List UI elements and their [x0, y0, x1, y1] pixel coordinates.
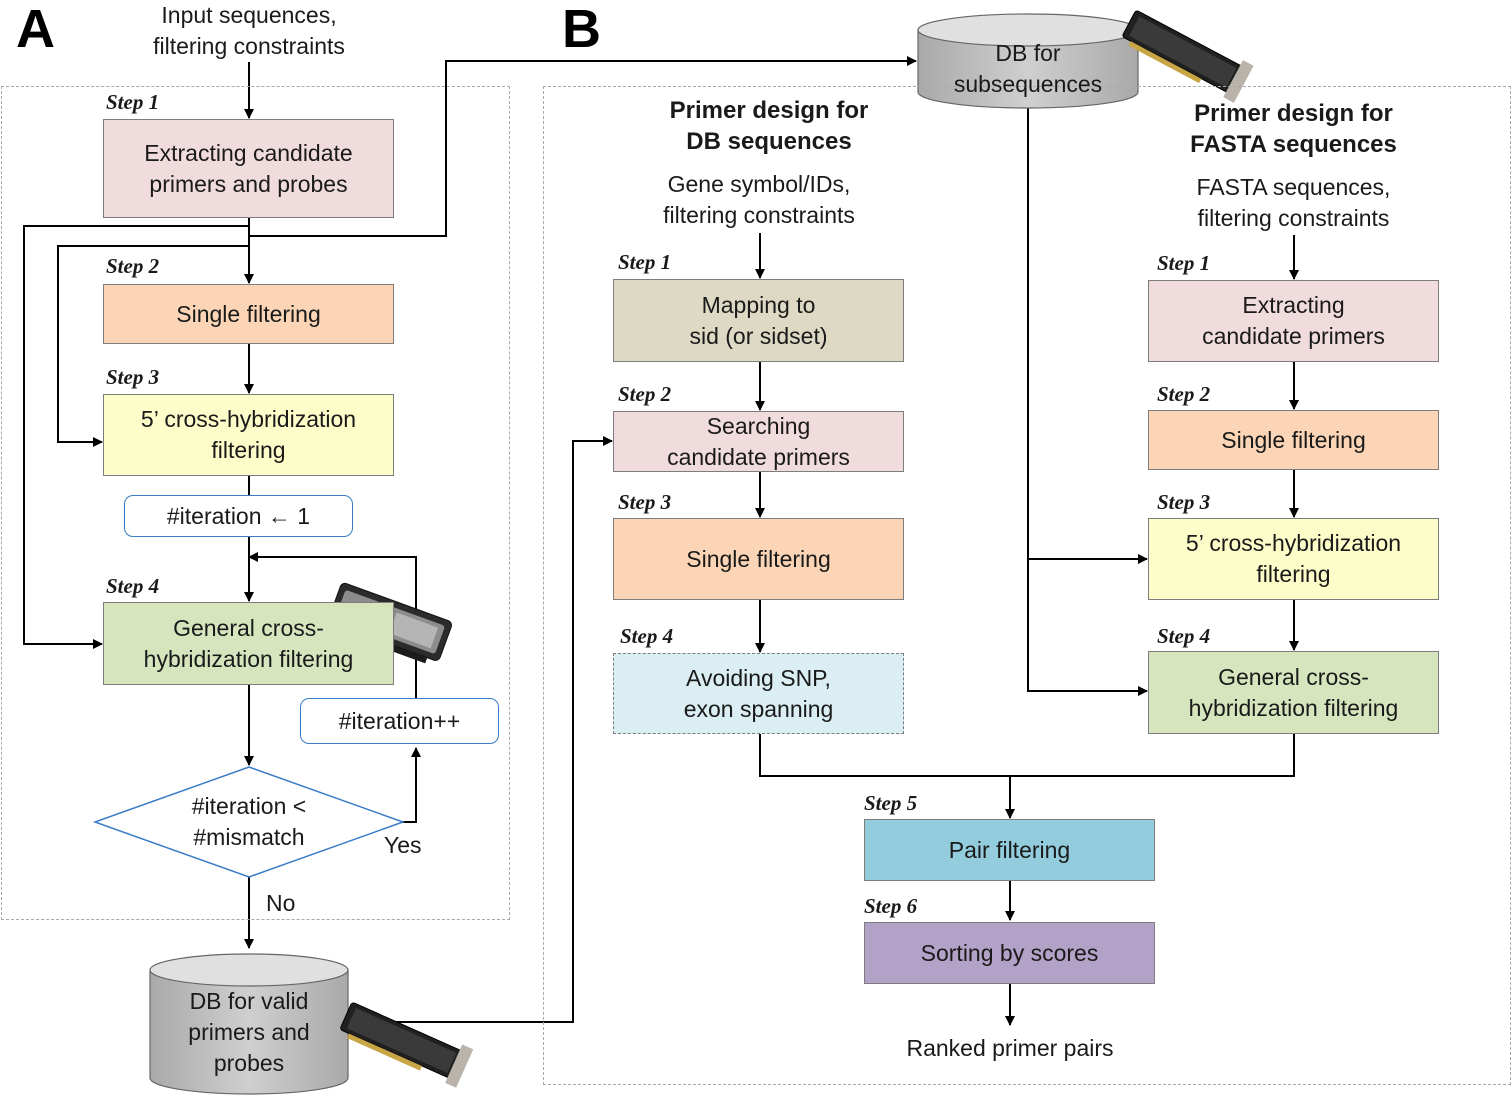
fasta-single-box: Single filtering	[1148, 410, 1439, 470]
step-6: Step 6	[864, 894, 918, 918]
panel-a-increment-counter: #iteration++	[300, 698, 499, 744]
fasta-column-step-3: Step 3	[1157, 490, 1211, 514]
db-subsequences-label: DB for subsequences	[953, 40, 1103, 97]
db-column-heading: Primer design for DB sequences	[669, 97, 869, 155]
panel-a-step-4: Step 4	[106, 574, 160, 598]
db-column-step-3: Step 3	[618, 490, 672, 514]
decision-label: #iteration < #mismatch	[191, 793, 307, 850]
decision-yes-label: Yes	[384, 832, 422, 858]
fasta-column-step-4: Step 4	[1157, 624, 1211, 648]
fasta-general-box: General cross- hybridization filtering	[1148, 651, 1439, 734]
db-column-input-label: Gene symbol/IDs, filtering constraints	[663, 171, 855, 228]
panel-b-border	[543, 86, 1511, 1085]
panel-a-init-counter: #iteration ← 1	[124, 495, 353, 537]
edge-extract-to-db-subsequences	[249, 56, 917, 237]
db-subsequences-cylinder	[917, 13, 1139, 109]
edge-decision-yes	[400, 747, 421, 823]
panel-a-step-3: Step 3	[106, 365, 160, 389]
pair-filtering-box: Pair filtering	[864, 819, 1155, 881]
db-column-step-1: Step 1	[618, 250, 672, 274]
fasta-column-step-1: Step 1	[1157, 251, 1211, 275]
edge-extract-to-general	[23, 225, 249, 649]
db-searching-box: Searching candidate primers	[613, 411, 904, 472]
decision-diamond	[92, 766, 406, 878]
panel-a-extract-box: Extracting candidate primers and probes	[103, 119, 394, 218]
panel-a-general-box: General cross- hybridization filtering	[103, 602, 394, 685]
output-label: Ranked primer pairs	[906, 1035, 1114, 1061]
fpga-card-icon	[1122, 10, 1254, 103]
panel-a-input-label: Input sequences, filtering constraints	[153, 2, 345, 59]
step-5: Step 5	[864, 791, 918, 815]
db-column-step-2: Step 2	[618, 382, 672, 406]
edge-db-subseq-to-general-b	[1027, 108, 1148, 696]
db-mapping-box: Mapping to sid (or sidset)	[613, 279, 904, 362]
fasta-column-input-label: FASTA sequences, filtering constraints	[1196, 174, 1391, 231]
panel-a-step-2: Step 2	[106, 254, 160, 278]
edge-db-valid-to-searching	[349, 436, 613, 1023]
edge-merge-columns	[759, 734, 1295, 777]
decision-no-label: No	[266, 890, 296, 916]
panel-a-step-1: Step 1	[106, 90, 160, 114]
db-snp-box: Avoiding SNP, exon spanning	[613, 653, 904, 734]
sorting-box: Sorting by scores	[864, 922, 1155, 984]
fasta-column-heading: Primer design for FASTA sequences	[1190, 100, 1397, 158]
db-valid-primers-cylinder	[149, 953, 349, 1095]
db-single-box: Single filtering	[613, 518, 904, 600]
panel-a-border	[1, 86, 510, 920]
panel-a-single-box: Single filtering	[103, 284, 394, 344]
fasta-extract-box: Extracting candidate primers	[1148, 280, 1439, 362]
panel-a-letter: A	[16, 0, 55, 59]
fasta-column-step-2: Step 2	[1157, 382, 1211, 406]
db-column-step-4: Step 4	[620, 624, 674, 648]
panel-b-letter: B	[562, 0, 601, 59]
db-valid-label: DB for valid primers and probes	[188, 988, 310, 1076]
edge-extract-to-fiveprime	[57, 245, 249, 447]
fasta-fiveprime-box: 5’ cross-hybridization filtering	[1148, 518, 1439, 600]
panel-a-fiveprime-box: 5’ cross-hybridization filtering	[103, 394, 394, 476]
fpga-card-icon-bottom	[340, 1002, 474, 1088]
